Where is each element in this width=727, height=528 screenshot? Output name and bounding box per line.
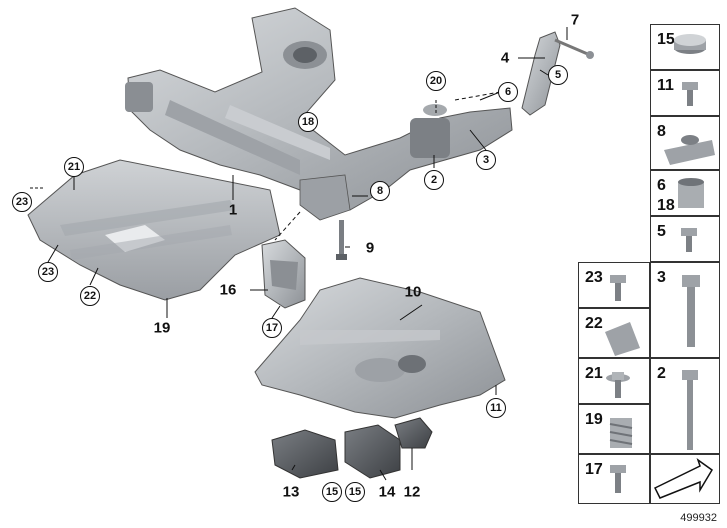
callout-13: 13 <box>282 483 300 501</box>
callout-16: 16 <box>219 281 237 299</box>
legend-number: 23 <box>585 269 603 286</box>
legend-cell-3: 3 <box>650 262 720 358</box>
callout-23-b: 23 <box>38 262 58 282</box>
callout-19: 20 <box>426 71 446 91</box>
document-number: 499932 <box>680 512 717 524</box>
legend-cell-22: 22 <box>578 308 650 358</box>
legend-cell-arrow <box>650 454 720 504</box>
callout-3: 3 <box>476 150 496 170</box>
legend-number: 2 <box>657 365 666 382</box>
callout-1: 1 <box>228 201 238 219</box>
callout-11: 11 <box>486 398 506 418</box>
legend-number: 15 <box>657 31 675 48</box>
callout-22: 22 <box>80 286 100 306</box>
callout-7: 7 <box>570 11 580 29</box>
cover-plate-13 <box>271 429 339 479</box>
cover-plate-14 <box>344 424 401 479</box>
legend-number: 6 <box>657 177 666 194</box>
bolt-9 <box>336 220 347 260</box>
callout-12: 12 <box>403 483 421 501</box>
callout-14: 14 <box>378 483 396 501</box>
legend-cell-2: 2 <box>650 358 720 454</box>
callout-23-a: 23 <box>12 192 32 212</box>
legend-number: 21 <box>585 365 603 382</box>
leader-lines <box>30 27 568 481</box>
legend-cell-8: 8 <box>650 116 720 170</box>
callout-17: 17 <box>262 318 282 338</box>
legend-number: 5 <box>657 223 666 240</box>
legend-cell-23: 23 <box>578 262 650 308</box>
callout-2: 2 <box>424 170 444 190</box>
callout-5: 5 <box>548 65 568 85</box>
underbody-shield-left <box>27 159 281 301</box>
callout-15-a: 15 <box>322 482 342 502</box>
legend-cell-19: 19 <box>578 404 650 454</box>
legend-number: 18 <box>657 197 675 214</box>
callout-10: 10 <box>404 283 422 301</box>
callout-8: 8 <box>370 181 390 201</box>
bracket <box>261 239 306 309</box>
callout-20: 19 <box>153 319 171 337</box>
legend-number: 19 <box>585 411 603 428</box>
legend-cell-6-18: 6 18 <box>650 170 720 216</box>
legend-number: 17 <box>585 461 603 478</box>
cover-plate-12 <box>394 417 433 449</box>
legend-cell-21: 21 <box>578 358 650 404</box>
callout-6: 6 <box>498 82 518 102</box>
callout-9: 9 <box>365 239 375 257</box>
callout-4: 4 <box>500 49 510 67</box>
legend-number: 3 <box>657 269 666 286</box>
legend-number: 8 <box>657 123 666 140</box>
callout-15-b: 15 <box>345 482 365 502</box>
front-axle-carrier <box>125 7 513 221</box>
callout-21: 21 <box>64 157 84 177</box>
underbody-shield-main <box>254 277 506 419</box>
strut-bracket <box>521 31 594 116</box>
legend-number: 22 <box>585 315 603 332</box>
legend-cell-17: 17 <box>578 454 650 504</box>
callout-18: 18 <box>298 112 318 132</box>
legend-cell-15: 15 <box>650 24 720 70</box>
legend-cell-11: 11 <box>650 70 720 116</box>
legend-cell-5: 5 <box>650 216 720 262</box>
legend-number: 11 <box>657 77 674 94</box>
